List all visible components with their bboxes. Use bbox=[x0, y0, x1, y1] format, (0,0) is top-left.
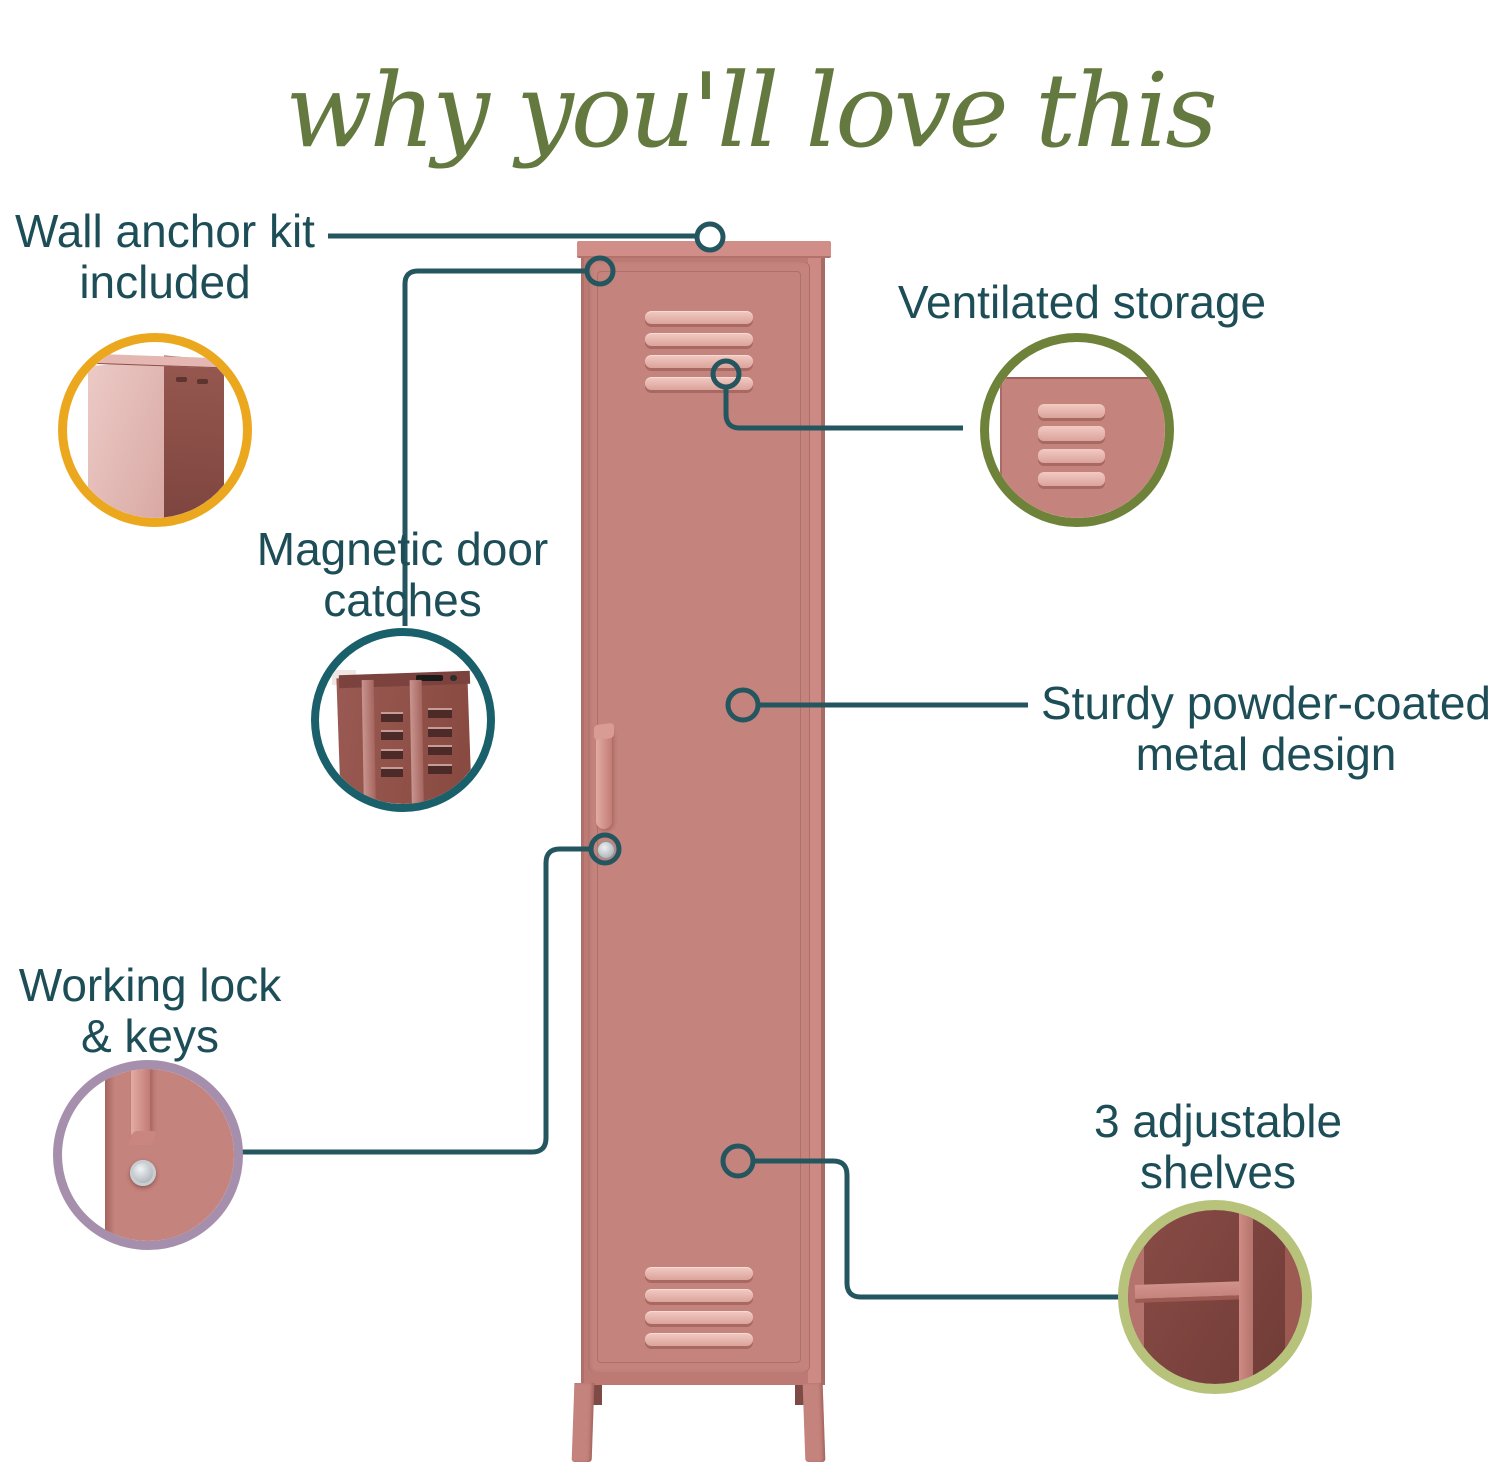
vent-louver bbox=[645, 1289, 753, 1302]
page-title: why you'll love this bbox=[285, 52, 1218, 172]
interior-right-wall bbox=[1284, 1210, 1302, 1384]
connector-lock bbox=[242, 846, 589, 1155]
marker-magnetic bbox=[584, 255, 616, 287]
label-line: Wall anchor kit bbox=[15, 205, 315, 257]
door-panel bbox=[999, 377, 1165, 518]
door-seam bbox=[105, 1069, 116, 1241]
vent-louver bbox=[645, 1267, 753, 1280]
label-line: Sturdy powder-coated bbox=[1040, 677, 1492, 729]
magnet-dot bbox=[450, 674, 457, 682]
label-ventilated: Ventilated storage bbox=[862, 277, 1302, 328]
marker-ventilated bbox=[710, 358, 742, 390]
magnet-strip bbox=[416, 674, 444, 682]
door-slot bbox=[381, 730, 403, 741]
vent-louver bbox=[1038, 449, 1106, 464]
connector-group bbox=[242, 221, 1121, 1300]
label-shelves: 3 adjustable shelves bbox=[1038, 1096, 1398, 1197]
marker-lock bbox=[588, 832, 622, 866]
label-line: Magnetic door bbox=[256, 523, 549, 575]
label-magnetic: Magnetic door catches bbox=[215, 524, 590, 625]
connector-ventilated bbox=[723, 389, 963, 431]
inset-wall-anchor bbox=[58, 333, 252, 527]
door-panel bbox=[105, 1069, 234, 1241]
label-wall-anchor: Wall anchor kit included bbox=[0, 206, 330, 307]
wall-anchor-inset-image bbox=[67, 342, 243, 518]
locker-lock bbox=[597, 841, 615, 859]
door-slot bbox=[428, 745, 452, 756]
door-edge-strip bbox=[361, 679, 376, 804]
label-sturdy: Sturdy powder-coated metal design bbox=[1032, 678, 1500, 779]
locker-top-vents bbox=[645, 311, 753, 399]
handle-hook bbox=[128, 1130, 158, 1145]
anchor-hole bbox=[197, 378, 208, 385]
label-line: Ventilated storage bbox=[897, 276, 1267, 328]
vent-louver bbox=[1038, 426, 1106, 441]
vent-louver bbox=[645, 355, 753, 368]
inset-magnetic bbox=[311, 628, 495, 812]
marker-wall-anchor bbox=[694, 221, 726, 253]
locker-side-dark bbox=[163, 355, 224, 518]
door-slot bbox=[381, 767, 403, 778]
door-slot bbox=[428, 763, 452, 774]
locker-bottom-vents bbox=[645, 1267, 753, 1355]
vent-louver bbox=[645, 333, 753, 346]
locker-handle bbox=[596, 727, 612, 829]
vent-louver bbox=[645, 311, 753, 324]
vent-louver bbox=[1038, 403, 1106, 418]
open-door-interior bbox=[336, 674, 473, 804]
door-slot bbox=[381, 748, 403, 759]
inset-shelves bbox=[1118, 1200, 1312, 1394]
label-line: Working lock bbox=[18, 959, 282, 1011]
locker-door bbox=[588, 262, 810, 1372]
vent-louver bbox=[645, 1333, 753, 1346]
connector-shelves bbox=[754, 1158, 1121, 1300]
ventilated-inset-image bbox=[989, 342, 1165, 518]
label-line: & keys bbox=[80, 1009, 220, 1062]
vent-louver bbox=[645, 1311, 753, 1324]
door-slot bbox=[381, 711, 403, 722]
door-slot bbox=[428, 726, 452, 737]
connector-magnetic bbox=[402, 268, 585, 626]
label-line: catches bbox=[323, 573, 482, 626]
marker-sturdy bbox=[725, 687, 761, 723]
inset-ventilated bbox=[980, 333, 1174, 527]
label-line: included bbox=[79, 255, 251, 308]
handle-end bbox=[130, 1069, 150, 1138]
marker-shelves bbox=[720, 1143, 756, 1179]
label-lock: Working lock & keys bbox=[0, 960, 300, 1061]
interior-divider bbox=[1239, 1210, 1254, 1384]
door-slot bbox=[428, 708, 452, 719]
lock-cylinder bbox=[129, 1160, 156, 1186]
anchor-hole bbox=[176, 377, 187, 383]
label-line: 3 adjustable bbox=[1093, 1095, 1343, 1147]
magnetic-inset-image bbox=[319, 636, 487, 804]
lock-inset-image bbox=[62, 1069, 234, 1241]
inset-lock bbox=[53, 1060, 243, 1250]
vent-louver bbox=[1038, 472, 1106, 487]
shelves-inset-image bbox=[1128, 1210, 1302, 1384]
locker-side-light bbox=[88, 359, 166, 518]
label-line: shelves bbox=[1140, 1145, 1296, 1198]
label-line: metal design bbox=[1135, 727, 1397, 780]
